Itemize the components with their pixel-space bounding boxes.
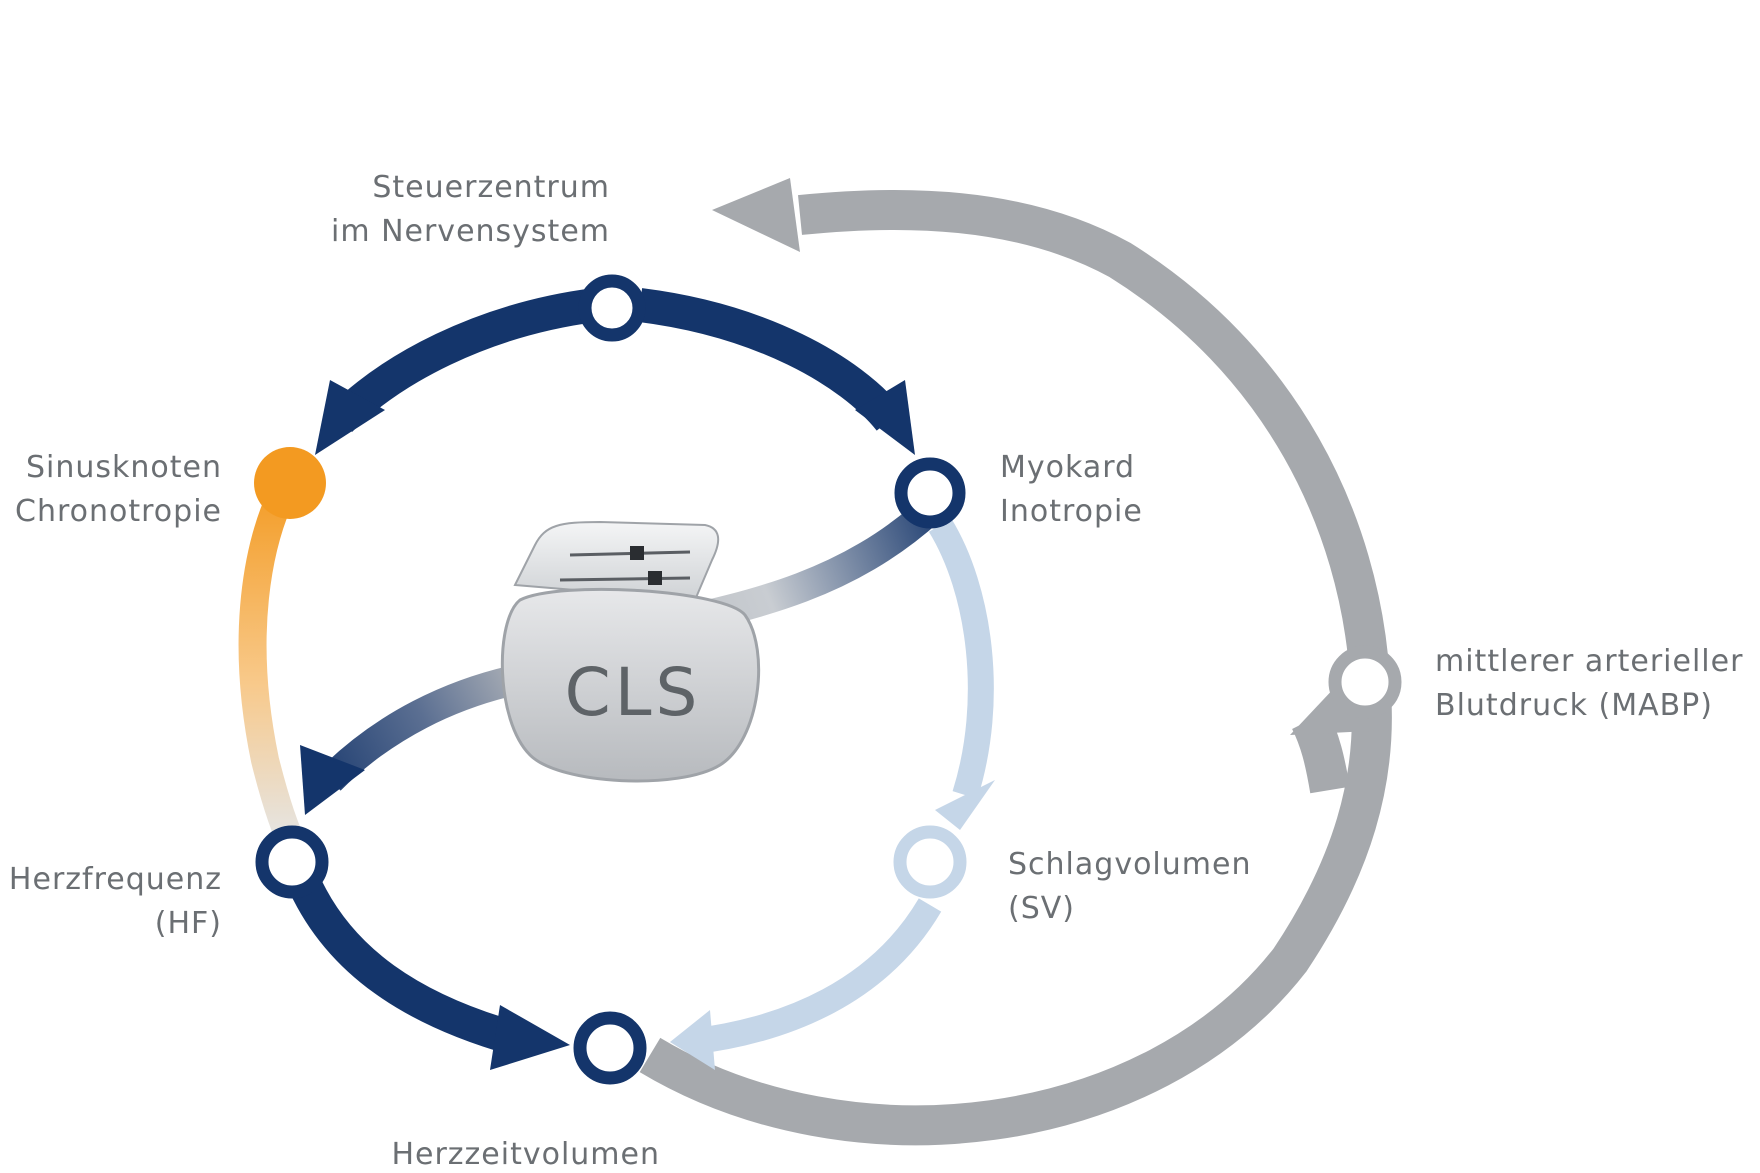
label-hf: Herzfrequenz (HF) — [9, 858, 222, 946]
label-hzv: Herzzeitvolumen — [391, 1133, 660, 1173]
node-sv — [893, 825, 967, 899]
light-blue-segment — [670, 518, 995, 1070]
label-control-line2: im Nervensystem — [330, 214, 610, 249]
orange-segment — [238, 464, 309, 864]
label-myo-line1: Myokard — [1000, 450, 1136, 485]
device-label: CLS — [565, 654, 702, 731]
label-sinus: Sinusknoten Chronotropie — [15, 446, 222, 534]
label-sv: Schlagvolumen (SV) — [1008, 843, 1251, 931]
node-sinus — [254, 447, 326, 519]
label-myo: Myokard Inotropie — [1000, 446, 1143, 534]
label-mabp-line2: Blutdruck (MABP) — [1435, 688, 1713, 723]
arrowhead-myo — [855, 380, 915, 455]
node-mabp — [1328, 645, 1402, 719]
dark-blue-arcs — [289, 288, 915, 1070]
arrowhead-hf — [300, 745, 365, 815]
label-hf-line2: (HF) — [154, 906, 222, 941]
node-hzv — [573, 1011, 647, 1085]
arrowhead-sinus — [315, 380, 385, 455]
nodes — [254, 274, 1402, 1085]
label-mabp-line1: mittlerer arterieller — [1435, 644, 1744, 679]
label-sinus-line2: Chronotropie — [15, 494, 222, 529]
label-sinus-line1: Sinusknoten — [25, 450, 222, 485]
cls-device: CLS — [500, 520, 761, 783]
node-myo — [894, 457, 966, 529]
label-hf-line1: Herzfrequenz — [8, 862, 222, 897]
label-sv-line1: Schlagvolumen — [1008, 847, 1252, 882]
label-control: Steuerzentrum im Nervensystem — [331, 166, 610, 254]
label-control-line1: Steuerzentrum — [372, 170, 610, 205]
label-hzv-line1: Herzzeitvolumen — [391, 1137, 660, 1172]
label-sv-line2: (SV) — [1008, 891, 1075, 926]
label-mabp: mittlerer arterieller Blutdruck (MABP) — [1435, 640, 1743, 728]
device-body — [500, 587, 761, 783]
label-myo-line2: Inotropie — [1000, 494, 1143, 529]
node-control — [578, 274, 646, 342]
outer-arrowhead-top — [712, 178, 800, 252]
node-hf — [255, 825, 329, 899]
arrowhead-hzv — [490, 1005, 570, 1070]
